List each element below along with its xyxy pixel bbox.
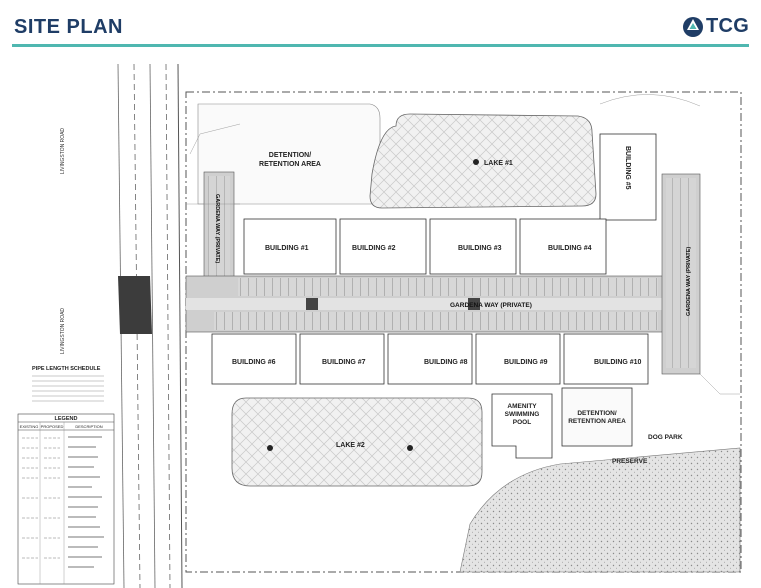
lake-2-fountain-2 <box>407 445 413 451</box>
gardena-main-label: GARDENA WAY (PRIVATE) <box>450 302 532 309</box>
building-6 <box>211 333 297 385</box>
building-6-label: BUILDING #6 <box>232 359 276 366</box>
building-2 <box>339 218 427 275</box>
amenity-label-3: POOL <box>513 419 531 426</box>
header-rule <box>12 44 749 47</box>
amenity-pool <box>491 393 553 459</box>
detention-north-label-2: RETENTION AREA <box>259 161 321 168</box>
building-3 <box>429 218 517 275</box>
page-title: SITE PLAN <box>14 16 123 38</box>
detention-south <box>561 387 633 447</box>
tcg-logo-icon <box>683 17 703 37</box>
amenity-label-2: SWIMMING <box>505 411 540 418</box>
pipe-schedule-title: PIPE LENGTH SCHEDULE <box>32 366 101 372</box>
lake-2-fountain-1 <box>267 445 273 451</box>
dog-park-label: DOG PARK <box>648 434 683 441</box>
building-7-label: BUILDING #7 <box>322 359 366 366</box>
lake-1-fountain <box>473 159 479 165</box>
road-label-livingston-1: LIVINGSTON ROAD <box>60 128 66 174</box>
legend-col-description: DESCRIPTION <box>75 424 102 429</box>
gardena-west-label: GARDENA WAY (PRIVATE) <box>214 194 220 263</box>
lake-1-label: LAKE #1 <box>484 160 513 167</box>
south-buildings: BUILDING #6 BUILDING #7 BUILDING #8 BUIL… <box>211 333 649 385</box>
building-3-label: BUILDING #3 <box>458 245 502 252</box>
building-4 <box>519 218 607 275</box>
road-label-livingston-2: LIVINGSTON ROAD <box>60 308 66 354</box>
gardena-east-label: GARDENA WAY (PRIVATE) <box>686 247 692 316</box>
building-5-label: BUILDING #5 <box>624 146 631 190</box>
building-9 <box>475 333 561 385</box>
legend-col-proposed: PROPOSED <box>41 424 64 429</box>
building-1-label: BUILDING #1 <box>265 245 309 252</box>
legend-col-existing: EXISTING <box>20 424 39 429</box>
building-2-label: BUILDING #2 <box>352 245 396 252</box>
north-buildings: BUILDING #1 BUILDING #2 BUILDING #3 BUIL… <box>243 218 607 275</box>
page-header: SITE PLAN TCG <box>0 0 761 48</box>
building-8-label: BUILDING #8 <box>424 359 468 366</box>
building-10-label: BUILDING #10 <box>594 359 642 366</box>
legend-title: LEGEND <box>55 416 78 422</box>
logo-text: TCG <box>706 15 750 37</box>
detention-south-label-2: RETENTION AREA <box>568 418 626 425</box>
building-9-label: BUILDING #9 <box>504 359 548 366</box>
building-10 <box>563 333 649 385</box>
lake-2 <box>231 397 483 487</box>
building-7 <box>299 333 385 385</box>
detention-south-label-1: DETENTION/ <box>577 410 617 417</box>
preserve-area <box>459 447 741 573</box>
legend: LEGEND EXISTING PROPOSED DESCRIPTION <box>17 413 115 585</box>
amenity-label-1: AMENITY <box>507 403 537 410</box>
pipe-schedule-lines <box>32 375 104 402</box>
lake-1 <box>369 113 597 209</box>
building-5 <box>599 133 657 221</box>
site-plan-drawing: LIVINGSTON ROAD LIVINGSTON ROAD DETENTIO… <box>17 63 742 588</box>
detention-north-label-1: DETENTION/ <box>269 152 311 159</box>
preserve-label: PRESERVE <box>612 458 648 465</box>
building-1 <box>243 218 337 275</box>
lake-2-label: LAKE #2 <box>336 442 365 449</box>
livingston-road: LIVINGSTON ROAD LIVINGSTON ROAD <box>60 63 183 588</box>
utility-lines <box>186 94 740 395</box>
building-4-label: BUILDING #4 <box>548 245 592 252</box>
building-8 <box>387 333 473 385</box>
